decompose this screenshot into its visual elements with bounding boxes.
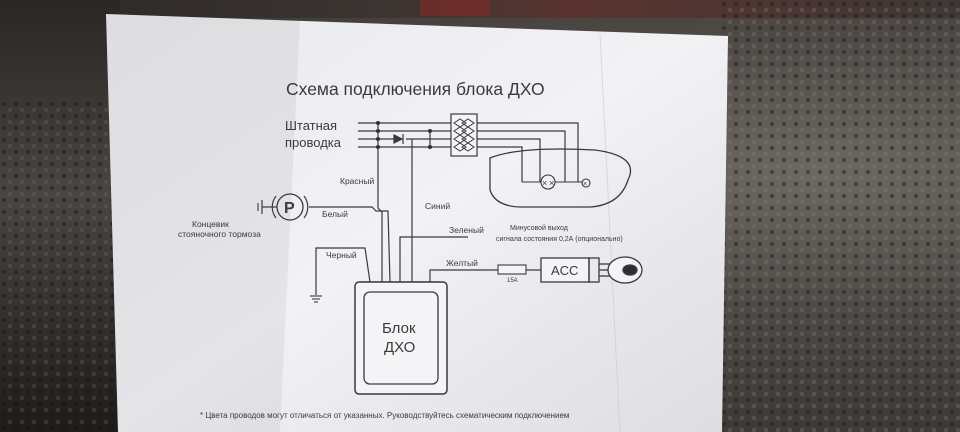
fuse-rating-label: 15А — [507, 278, 518, 284]
blue-wire-label: Синий — [425, 201, 450, 211]
svg-text:×: × — [583, 181, 587, 188]
fuse-icon — [497, 264, 541, 275]
paper-fold-shadow — [106, 14, 300, 432]
ground-icon — [310, 295, 322, 303]
yellow-wire-label: Желтый — [446, 258, 478, 268]
headlamp-icon: × × × — [489, 148, 632, 208]
footnote: * Цвета проводов могут отличаться от ука… — [200, 411, 569, 420]
unit-wires — [309, 123, 498, 295]
drl-unit-icon — [354, 281, 448, 395]
green-wire-label: Зеленый — [449, 225, 484, 235]
stock-wiring-label-1: Штатная — [285, 118, 337, 133]
paper-sheet — [106, 14, 728, 432]
black-wire-label: Черный — [326, 250, 357, 260]
ignition-key-icon — [588, 256, 643, 284]
stock-bus-lines — [358, 122, 452, 148]
status-output-label-2: сигнала состояния 0,2А (опционально) — [496, 236, 623, 243]
headlamp-wires — [477, 122, 579, 182]
acc-label: ACC — [551, 263, 578, 278]
stock-wiring-label-2: проводка — [285, 135, 342, 150]
connector-block-icon — [450, 113, 478, 157]
paper-fold-crease — [599, 33, 621, 432]
parking-brake-switch-icon: P — [257, 193, 309, 221]
drl-unit-label-1: Блок — [382, 320, 416, 337]
seat-fabric-left — [0, 100, 115, 432]
parking-symbol: P — [284, 200, 295, 217]
diode-icon — [393, 134, 404, 144]
red-wire-label: Красный — [340, 176, 374, 186]
status-output-label-1: Минусовой выход — [510, 224, 568, 232]
brake-switch-label-1: Концевик — [192, 219, 229, 229]
brake-switch-label-2: стояночного тормоза — [178, 229, 261, 239]
svg-text:×: × — [542, 178, 547, 188]
diagram-title: Схема подключения блока ДХО — [286, 79, 545, 99]
acc-box — [540, 257, 590, 283]
seat-fabric-right — [720, 0, 960, 432]
white-wire-label: Белый — [322, 209, 348, 219]
red-seat-accent — [420, 0, 490, 16]
svg-text:×: × — [549, 178, 554, 188]
drl-unit-label-2: ДХО — [384, 339, 415, 356]
